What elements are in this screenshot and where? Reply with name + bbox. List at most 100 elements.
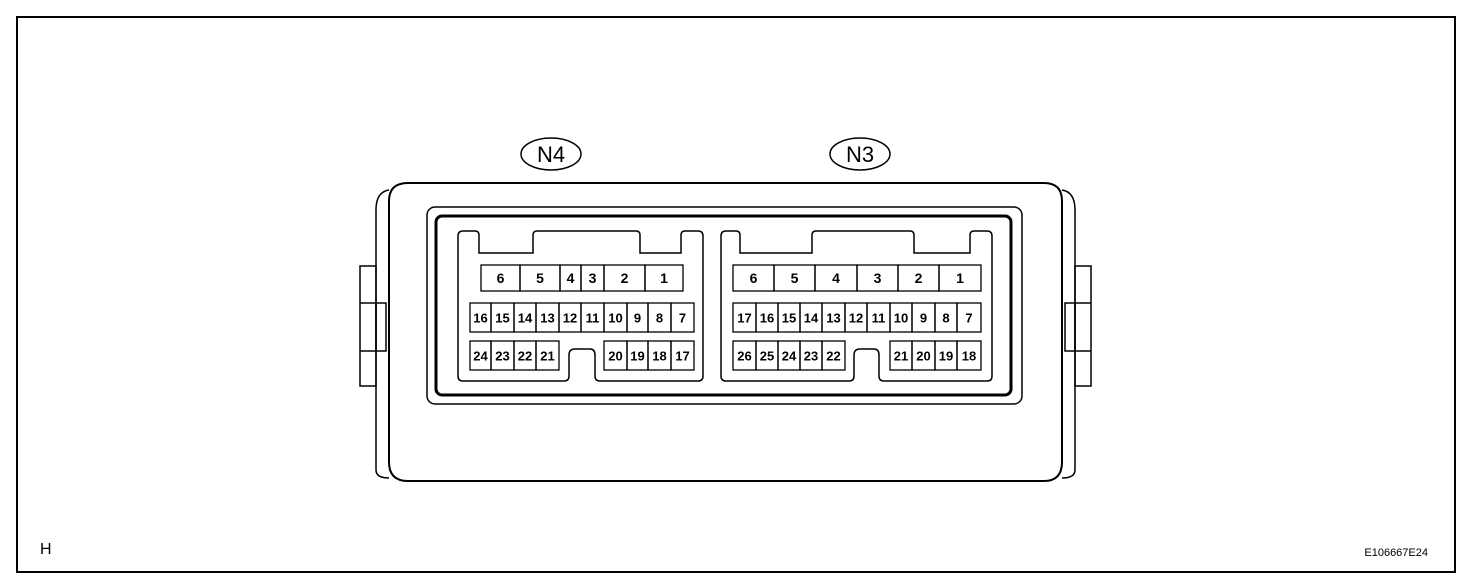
n3-pin-1: 1 [938,264,982,292]
n3-pin-24: 24 [777,340,801,371]
n4-callout: N4 [520,137,582,171]
n3-pin-11: 11 [866,302,891,333]
n3-pin-number: 23 [804,349,818,364]
n4-pin-number: 12 [563,311,577,326]
n3-pin-number: 19 [939,349,953,364]
n3-pin-number: 10 [894,311,908,326]
n3-pin-number: 2 [915,270,923,286]
n4-pin-number: 24 [473,349,488,364]
n3-pin-9: 9 [911,302,936,333]
n4-pin-number: 5 [536,270,544,286]
n3-pin-13: 13 [821,302,846,333]
n3-pin-5: 5 [773,264,816,292]
n3-pin-number: 16 [760,311,774,326]
n3-pin-number: 3 [874,270,882,286]
n3-pin-number: 15 [782,311,796,326]
housing-face-inner [434,214,1013,397]
n4-pin-box [644,264,684,292]
n4-pin-number: 11 [586,311,600,326]
housing-left-flange [375,189,390,479]
n4-pin-number: 16 [473,311,487,326]
n3-pin-8: 8 [934,302,958,333]
n4-pin-5: 5 [519,264,561,292]
n4-pin-13: 13 [535,302,560,333]
n4-pin-23: 23 [490,340,515,371]
n4-pin-number: 9 [634,311,641,326]
n4-pin-number: 2 [621,270,629,286]
n3-pin-12: 12 [844,302,868,333]
n4-pin-number: 1 [660,270,668,286]
n3-pin-7: 7 [956,302,982,333]
n3-pin-number: 25 [760,349,774,364]
n3-pin-number: 17 [737,311,751,326]
housing-face [426,206,1023,405]
n4-pin-box [535,340,560,371]
n3-pin-6: 6 [732,264,775,292]
n3-pin-box [956,340,982,371]
figure-frame [16,16,1456,573]
n4-pin-number: 15 [495,311,509,326]
n4-cavity [457,230,704,382]
n4-pin-24: 24 [469,340,492,371]
n3-pin-number: 4 [832,270,840,286]
n3-pin-number: 12 [849,311,863,326]
n3-pin-20: 20 [911,340,936,371]
n3-pin-number: 24 [782,349,797,364]
n4-pin-number: 23 [495,349,509,364]
n4-pin-11: 11 [580,302,605,333]
n3-pin-14: 14 [799,302,823,333]
n3-pin-22: 22 [821,340,846,371]
n4-pin-20: 20 [603,340,628,371]
n3-pin-number: 7 [965,311,972,326]
housing-right-flange [1061,189,1076,479]
housing-outer [388,182,1063,482]
figure-ref-label: E106667E24 [1364,547,1428,559]
n4-pin-number: 6 [497,270,505,286]
n3-pin-number: 14 [804,311,819,326]
right-latch [1064,265,1092,387]
n4-pin-3: 3 [580,264,605,292]
n4-pin-number: 22 [518,349,532,364]
n4-pin-number: 20 [608,349,622,364]
n3-cavity [720,230,993,382]
n3-pin-25: 25 [755,340,779,371]
n4-pin-number: 21 [540,349,554,364]
n3-pin-15: 15 [777,302,801,333]
n3-pin-number: 18 [962,349,976,364]
n4-pin-number: 3 [589,270,597,286]
n4-pin-2: 2 [603,264,646,292]
n4-pin-number: 10 [608,311,622,326]
n4-pin-21: 21 [535,340,560,371]
n4-pin-number: 18 [652,349,666,364]
n4-pin-number: 14 [518,311,533,326]
n4-pin-22: 22 [513,340,537,371]
n4-pin-17: 17 [670,340,695,371]
n3-pin-17: 17 [732,302,757,333]
n4-pin-number: 4 [567,270,575,286]
n3-pin-number: 22 [826,349,840,364]
n3-pin-box [956,302,982,333]
n3-pin-number: 9 [920,311,927,326]
n4-label: N4 [537,142,565,167]
n4-pin-number: 17 [675,349,689,364]
n3-pin-number: 13 [826,311,840,326]
n4-pin-19: 19 [626,340,649,371]
n3-pin-16: 16 [755,302,779,333]
n3-pin-19: 19 [934,340,958,371]
n3-pin-number: 5 [791,270,799,286]
n4-pin-15: 15 [490,302,515,333]
n3-pin-number: 6 [750,270,758,286]
n4-pin-6: 6 [480,264,521,292]
n3-pin-number: 8 [942,311,949,326]
n3-pin-box [821,340,846,371]
n3-pin-number: 1 [956,270,964,286]
n4-callout-oval [520,137,582,171]
n4-pin-1: 1 [644,264,684,292]
n3-pin-10: 10 [889,302,913,333]
n3-pin-23: 23 [799,340,823,371]
n4-pin-box [670,340,695,371]
n4-pin-number: 19 [630,349,644,364]
